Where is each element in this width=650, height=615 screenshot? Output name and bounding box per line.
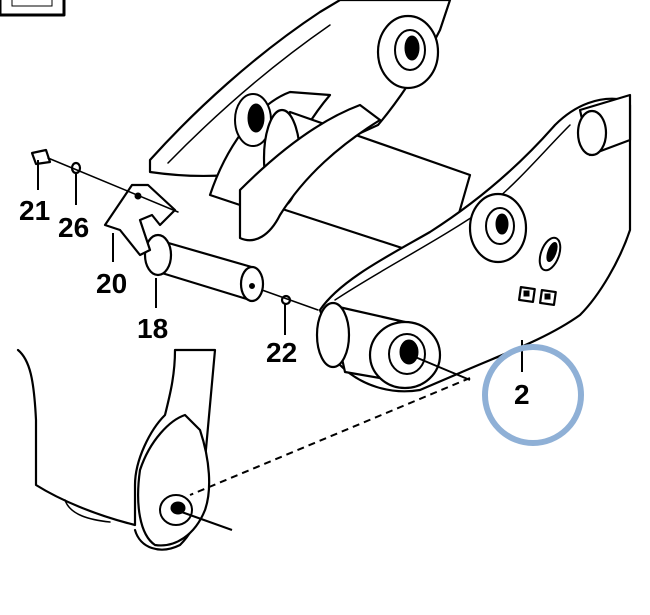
- side-slot-shade: [546, 242, 558, 262]
- corner-frame: [0, 0, 66, 17]
- front-top-tube-end: [576, 109, 608, 157]
- callout-26: 26: [58, 212, 89, 243]
- lower-bracket-foot: [64, 499, 111, 523]
- callout-22: 22: [266, 337, 297, 368]
- back-lug-hole-inner: [247, 103, 265, 133]
- front-lower-hole-shade: [399, 339, 419, 365]
- boom-arm-back-edge: [167, 24, 331, 164]
- highlight-ring: [482, 344, 584, 446]
- pin-end-hole: [249, 283, 255, 289]
- corner-frame-inner: [11, 0, 53, 7]
- front-upper-hole-shade: [495, 213, 509, 235]
- callout-2: 2: [514, 379, 530, 410]
- web-plate: [238, 103, 382, 242]
- lower-bracket-flange: [137, 413, 211, 547]
- pin-axis: [261, 289, 319, 311]
- bolt-axis: [47, 157, 179, 213]
- callout-21: 21: [19, 195, 50, 226]
- bolt-21: [30, 148, 52, 166]
- upper-boss-hole-shade: [404, 35, 420, 61]
- lock-plate: [103, 183, 177, 257]
- grease-fitting-left-dot: [523, 290, 530, 297]
- hole-axis-lower: [175, 509, 233, 531]
- hole-axis-upper: [407, 353, 471, 381]
- callout-20: 20: [96, 268, 127, 299]
- callout-18: 18: [137, 313, 168, 344]
- alignment-line: [189, 377, 471, 496]
- pin-head: [143, 233, 173, 277]
- grease-fitting-right-dot: [544, 293, 551, 300]
- lower-bushing-end: [315, 301, 351, 369]
